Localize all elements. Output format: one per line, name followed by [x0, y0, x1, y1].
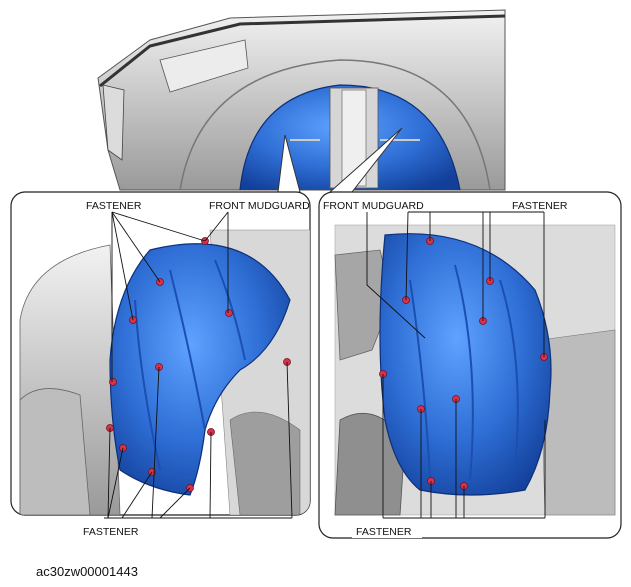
left-bottom-fastener-label: FASTENER [83, 526, 139, 538]
detail-panel-right: FRONT MUDGUARD FASTENER [318, 191, 622, 539]
detail-panel-left: FASTENER FRONT MUDGUARD [10, 191, 311, 519]
leader-lines-right [366, 211, 546, 519]
fastener-marker [225, 309, 233, 317]
fasteners-left [106, 237, 291, 492]
left-top-fastener-label: FASTENER [86, 200, 142, 212]
figure-id-caption: ac30zw00001443 [36, 564, 138, 579]
left-top-mudguard-label: FRONT MUDGUARD [209, 200, 310, 212]
right-bottom-fastener-label: FASTENER [356, 526, 412, 538]
leader-lines-left [104, 211, 293, 519]
right-top-mudguard-label: FRONT MUDGUARD [323, 200, 424, 212]
right-top-fastener-label: FASTENER [512, 200, 568, 212]
fastener-marker [109, 378, 117, 386]
car-overview [97, 9, 506, 193]
